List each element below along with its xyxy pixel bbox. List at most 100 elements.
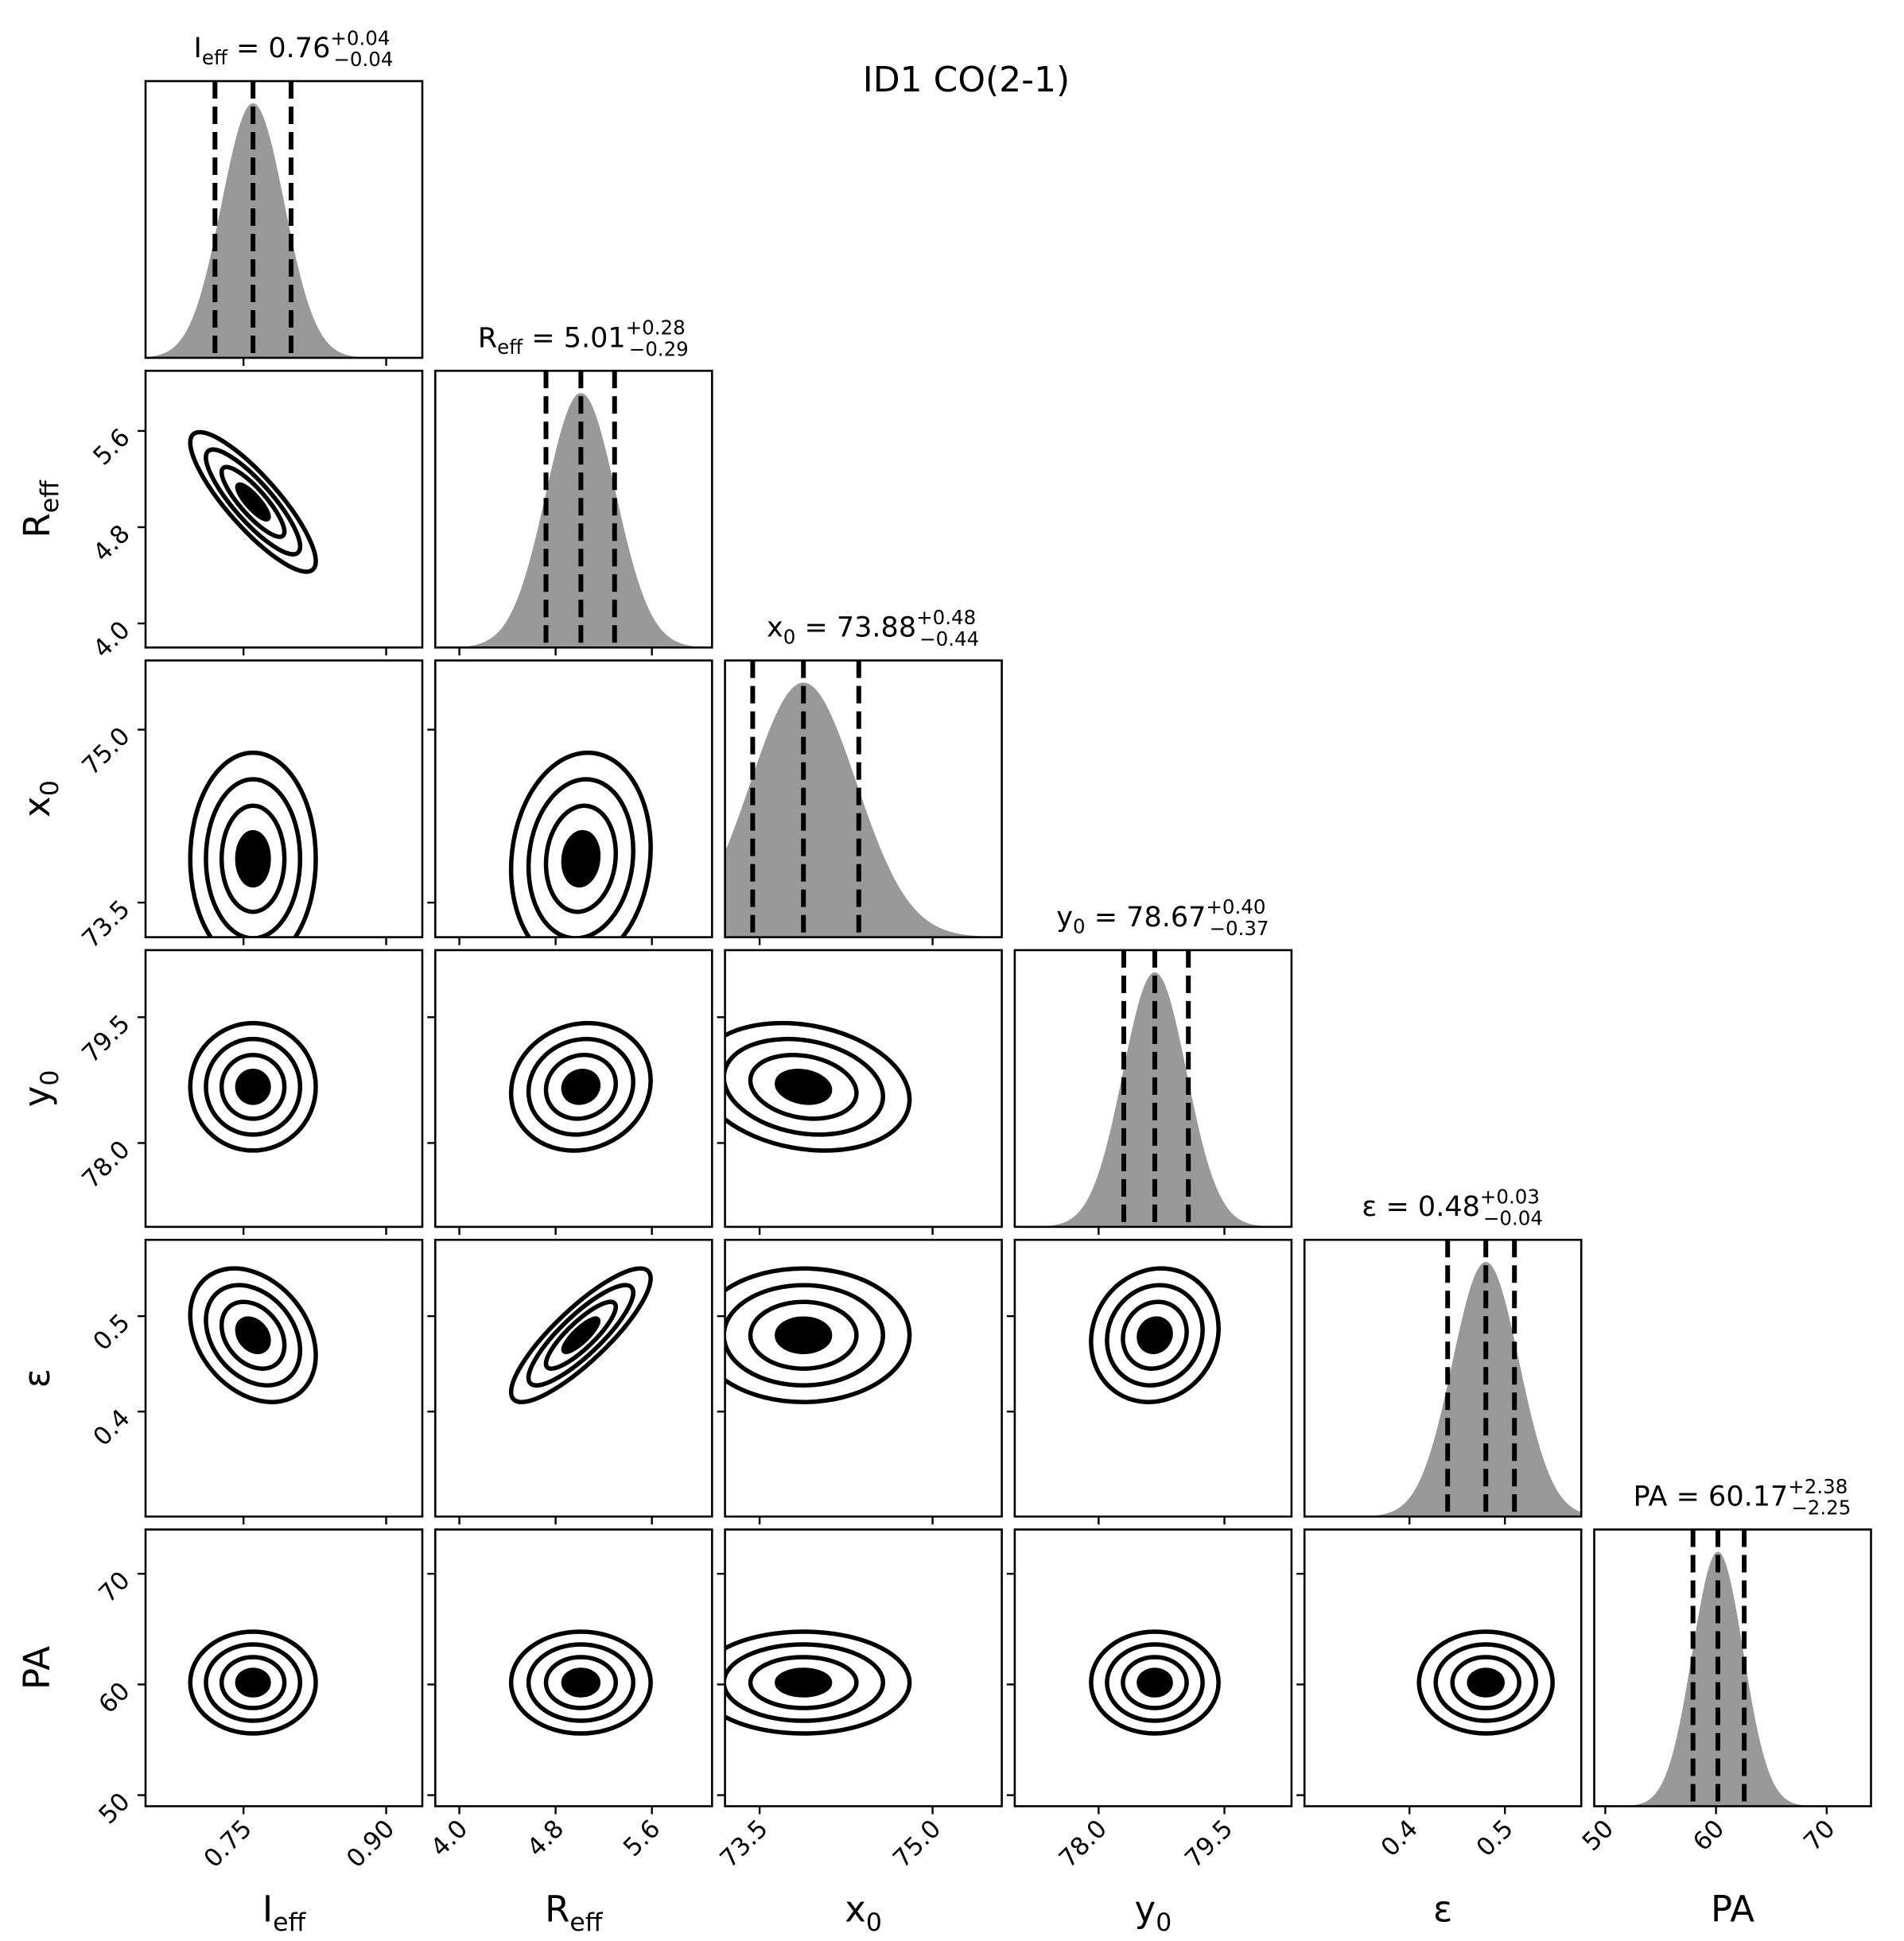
panel-title-x0: x0 = 73.88+0.48 [767, 606, 976, 649]
panel-title-minus-x0: −0.44 [919, 627, 979, 650]
contour-level-4 [188, 750, 318, 938]
contour-level-3 [526, 1283, 635, 1388]
contour-level-3 [1433, 1642, 1538, 1723]
plot-area [188, 429, 318, 574]
contour-level-2 [219, 464, 287, 539]
plot-area [146, 81, 422, 358]
plot-area [1594, 1529, 1871, 1807]
histogram-panel-x0: x0 = 73.88+0.48−0.44 [724, 606, 1003, 945]
panel-frame [1013, 949, 1293, 1229]
contour-level-1 [561, 1667, 601, 1698]
panel-frame [144, 80, 424, 359]
panel-frame [724, 1238, 1003, 1518]
contour-level-4 [188, 1020, 318, 1153]
plot-area [188, 1020, 318, 1153]
plot-area [1089, 1629, 1221, 1736]
contour-panel-PA-vs-x0: 73.5 75.0 [714, 1528, 1003, 1873]
y-tick-label: 4.0 [87, 615, 135, 663]
axis-label-PA: PA [16, 1646, 58, 1690]
panel-frame [724, 1528, 1003, 1807]
plot-area [508, 1629, 653, 1736]
contour-panel-Reff-vs-Ieff: 4.04.85.6 [87, 369, 424, 664]
x-tick-label: 78.0 [1054, 1815, 1113, 1873]
x-tick-label: 73.5 [714, 1815, 773, 1873]
axis-label-Reff: Reff [16, 479, 64, 538]
y-tick-label: 79.5 [76, 1009, 135, 1068]
plot-area [435, 371, 713, 648]
contour-level-3 [526, 1642, 635, 1723]
panel-frame [433, 659, 713, 938]
contour-level-1 [235, 1316, 271, 1354]
axis-label-y0: y0 [1135, 1889, 1172, 1937]
contour-level-2 [219, 1655, 287, 1710]
panel-frame [724, 949, 1003, 1229]
histogram-panel-eps: ε = 0.48+0.03−0.04 [1303, 1185, 1583, 1525]
panel-title-Ieff: Ieff = 0.76+0.04 [194, 26, 391, 69]
panel-title-minus-eps: −0.04 [1483, 1206, 1543, 1229]
histogram-fill [1304, 1262, 1582, 1517]
contour-level-4 [188, 1266, 318, 1404]
panel-frame [433, 369, 713, 649]
x-tick-label: 0.5 [1471, 1815, 1519, 1862]
plot-area [725, 1020, 912, 1153]
axis-label-Ieff: Ieff [262, 1889, 307, 1937]
contour-panel-x0-vs-Reff [427, 659, 713, 945]
contour-panel-eps-vs-Reff [427, 1238, 713, 1525]
contour-level-1 [561, 1069, 601, 1105]
axis-label-Reff: Reff [545, 1889, 604, 1937]
y-tick-label: 60 [93, 1677, 135, 1719]
histogram-panel-Ieff: Ieff = 0.76+0.04−0.04 [144, 26, 424, 366]
contour-panel-x0-vs-Ieff: 73.575.0 [76, 659, 424, 954]
panel-frame [1013, 1238, 1293, 1518]
plot-area [1089, 1266, 1221, 1404]
contour-level-1 [775, 1316, 833, 1354]
contour-level-3 [204, 1283, 303, 1388]
plot-area [188, 750, 318, 938]
panel-title-eps: ε = 0.48+0.03 [1362, 1185, 1540, 1223]
panel-frame [433, 949, 713, 1229]
axis-label-x0: x0 [845, 1889, 882, 1937]
axis-label-x0: x0 [16, 780, 64, 817]
x-tick-label: 70 [1798, 1815, 1840, 1857]
panel-title-minus-PA: −2.25 [1791, 1497, 1851, 1520]
y-tick-label: 50 [93, 1788, 135, 1830]
panel-frame [433, 1528, 713, 1807]
contour-level-2 [748, 1655, 859, 1710]
plot-area [188, 1266, 318, 1404]
plot-area [725, 1629, 912, 1736]
axis-label-PA: PA [1711, 1889, 1754, 1931]
contour-level-2 [543, 803, 619, 914]
panel-frame [433, 1238, 713, 1518]
x-tick-label: 75.0 [888, 1815, 946, 1873]
y-tick-label: 0.5 [87, 1308, 135, 1356]
plot-area [1304, 1240, 1582, 1517]
plot-area [725, 1266, 912, 1404]
contour-level-3 [204, 1036, 303, 1137]
histogram-fill [1014, 972, 1292, 1227]
x-tick-label: 0.4 [1376, 1815, 1424, 1862]
contour-level-2 [219, 1299, 287, 1371]
histogram-panel-y0: y0 = 78.67+0.40−0.37 [1013, 895, 1293, 1235]
contour-panel-eps-vs-Ieff: 0.40.5 [87, 1238, 424, 1525]
y-tick-label: 5.6 [87, 423, 135, 471]
panel-title-minus-Ieff: −0.04 [333, 48, 393, 71]
axis-label-eps: ε [16, 1368, 58, 1388]
x-tick-label: 5.6 [618, 1815, 666, 1862]
plot-area [508, 1020, 653, 1153]
contour-level-1 [561, 1316, 601, 1354]
contour-level-4 [1089, 1629, 1221, 1736]
histogram-fill [435, 393, 713, 648]
contour-panel-eps-vs-y0 [1006, 1238, 1293, 1525]
contour-level-2 [219, 803, 287, 914]
panel-title-y0: y0 = 78.67+0.40 [1056, 895, 1265, 938]
histogram-fill [725, 682, 1002, 938]
panel-frame [144, 949, 424, 1229]
panel-title-PA: PA = 60.17+2.38 [1634, 1475, 1848, 1513]
axis-label-eps: ε [1433, 1889, 1452, 1931]
contour-level-1 [775, 1069, 833, 1105]
contour-panel-y0-vs-Ieff: 78.0 79.5 [76, 949, 424, 1235]
y-tick-label: 70 [93, 1566, 135, 1608]
y-tick-label: 78.0 [76, 1135, 135, 1194]
